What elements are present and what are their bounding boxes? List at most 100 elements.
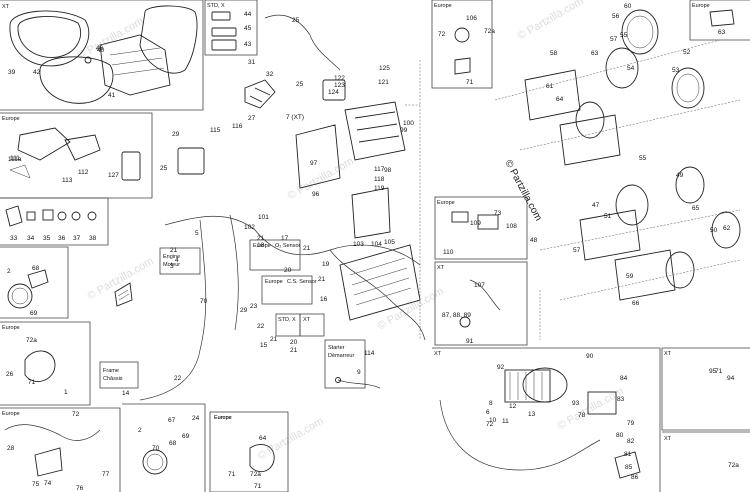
callout-number: 68 bbox=[169, 440, 177, 447]
callout-number: 8 bbox=[489, 400, 493, 407]
callout-number: 124 bbox=[328, 89, 339, 96]
engine-note-box bbox=[159, 247, 201, 275]
callout-number: 122 bbox=[334, 75, 345, 82]
lamp-assemblies bbox=[4, 269, 275, 477]
callout-number: 57 bbox=[573, 247, 581, 254]
note-cs: Europe bbox=[265, 279, 283, 285]
callout-number: 52 bbox=[683, 49, 691, 56]
callout-number: 43 bbox=[244, 41, 252, 48]
headlight-ring bbox=[605, 47, 639, 89]
headlight-lens bbox=[676, 73, 700, 103]
light-part bbox=[211, 27, 237, 37]
callout-number: 83 bbox=[617, 396, 625, 403]
callout-number: 97 bbox=[310, 160, 318, 167]
panel-header: XT bbox=[664, 351, 672, 357]
callout-number: 55 bbox=[620, 32, 628, 39]
switch-detail bbox=[249, 87, 271, 103]
callout-number: 80 bbox=[616, 432, 624, 439]
lamp-icon bbox=[142, 449, 168, 475]
note-cs: C.S. Sensor bbox=[287, 279, 317, 285]
headlight-assemblies bbox=[494, 9, 741, 301]
winch-drum bbox=[522, 367, 568, 403]
callout-number: 111a bbox=[8, 156, 22, 163]
callout-number: 91 bbox=[466, 338, 474, 345]
callout-number: 21 bbox=[270, 336, 278, 343]
callout-number: 86 bbox=[631, 474, 639, 481]
main-harness bbox=[139, 60, 541, 401]
callout-number: 2 bbox=[7, 268, 11, 275]
callout-number: 110 bbox=[443, 249, 454, 256]
callout-number: 113 bbox=[62, 177, 73, 184]
bulb-holder bbox=[454, 57, 471, 75]
lamp-icon bbox=[7, 283, 33, 309]
lamp-lens bbox=[146, 453, 164, 471]
starter-cable bbox=[335, 377, 381, 389]
switches-panel bbox=[9, 127, 141, 181]
callout-number: 71 bbox=[28, 379, 36, 386]
handlebar-switch bbox=[17, 127, 71, 161]
sensor-wire bbox=[469, 279, 501, 311]
callout-number: 56 bbox=[612, 13, 620, 20]
callout-number: 5 bbox=[195, 230, 199, 237]
callout-number: 105 bbox=[384, 239, 395, 246]
europe-parts bbox=[451, 9, 735, 328]
note-starter: Démarreur bbox=[328, 353, 354, 359]
callout-number: 61 bbox=[546, 83, 554, 90]
callout-number: 63 bbox=[591, 50, 599, 57]
callout-number: 1 bbox=[64, 389, 68, 396]
gauge-panel-frame bbox=[0, 0, 204, 111]
callout-number: 31 bbox=[248, 59, 256, 66]
headlight-housing bbox=[524, 69, 581, 121]
starter-wire bbox=[337, 379, 381, 389]
relay-block bbox=[177, 147, 205, 175]
fuse-icon bbox=[26, 211, 36, 221]
harness-wire bbox=[139, 219, 207, 401]
panel-header: XT bbox=[2, 4, 10, 10]
callout-number: 72 bbox=[486, 421, 494, 428]
harness-bundle-detail bbox=[349, 257, 412, 306]
callout-number: 21 bbox=[170, 247, 178, 254]
watermark-text: © Partzilla.com bbox=[286, 155, 356, 202]
alignment-line bbox=[494, 39, 721, 101]
europe-mid-panel-frame bbox=[434, 196, 528, 260]
arrow-icon bbox=[114, 282, 133, 307]
switch-plate bbox=[121, 151, 141, 181]
fuse-icon bbox=[42, 209, 54, 221]
callout-number: 99 bbox=[400, 127, 408, 134]
callout-number: 57 bbox=[610, 36, 618, 43]
fuse-icon bbox=[5, 205, 23, 227]
sensor bbox=[459, 316, 471, 328]
callout-number: 2 bbox=[138, 427, 142, 434]
std-x-parts bbox=[211, 11, 341, 71]
callout-number: 108 bbox=[506, 223, 517, 230]
callout-number: 27 bbox=[248, 115, 256, 122]
panel-headers: XT STD, X Europe Europe Europe Europe XT… bbox=[2, 3, 710, 442]
callout-number: 92 bbox=[497, 364, 505, 371]
callout-number: 73 bbox=[494, 210, 502, 217]
callout-number: 116 bbox=[232, 123, 243, 130]
callout-number: 29 bbox=[240, 307, 248, 314]
callout-number: 25 bbox=[160, 165, 168, 172]
note-o2: Europe bbox=[253, 243, 271, 249]
headlight-ring bbox=[665, 251, 695, 289]
callout-number: 41 bbox=[108, 92, 116, 99]
terminal bbox=[335, 377, 341, 383]
callout-number: 37 bbox=[73, 235, 81, 242]
lamp-housing bbox=[249, 444, 275, 473]
callout-number: 72a bbox=[728, 462, 739, 469]
callout-number: 23 bbox=[250, 303, 258, 310]
callout-number: 14 bbox=[122, 390, 130, 397]
panel-header: Europe bbox=[692, 3, 710, 9]
callout-number: 6 bbox=[486, 409, 490, 416]
callout-number: 71 bbox=[254, 483, 262, 490]
alignment-line bbox=[559, 259, 741, 301]
europe-switch-panel-frame bbox=[0, 112, 153, 199]
callout-number: 66 bbox=[632, 300, 640, 307]
callout-number: 18 bbox=[257, 242, 265, 249]
callout-number: 72a bbox=[484, 28, 495, 35]
panel-header: Europe bbox=[2, 325, 20, 331]
panel-header: XT bbox=[437, 265, 445, 271]
